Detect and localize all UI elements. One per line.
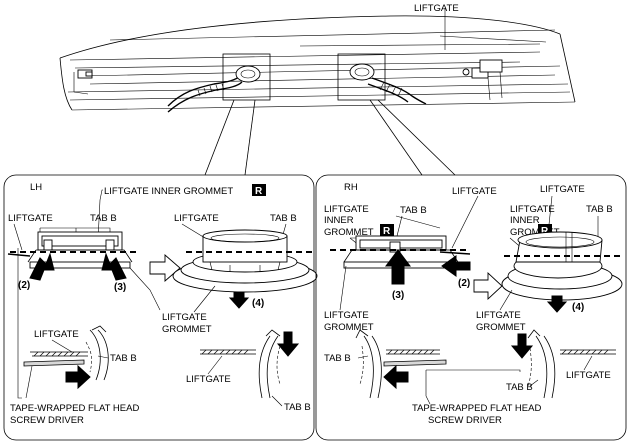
lh-detail-right: LIFTGATE TAB B — [186, 329, 311, 413]
rh-tab-b-right-label: TAB B — [586, 204, 613, 215]
top-liftgate-label: LIFTGATE — [414, 3, 459, 14]
lh-panel: LH LIFTGATE INNER GROMMET R LIFTGATE TAB… — [3, 174, 318, 441]
rh-inner-r-label-1: LIFTGATE — [510, 204, 555, 215]
right-harness-icon — [349, 63, 427, 105]
lh-tab-b-top-label: TAB B — [90, 213, 117, 224]
lh-arrow-3-icon — [101, 252, 127, 281]
rh-arrow-2-icon — [441, 255, 471, 277]
lh-step-2-label: (2) — [18, 280, 30, 291]
left-latch-icon — [73, 69, 93, 95]
lh-side-label: LH — [30, 182, 42, 193]
svg-text:TAB B: TAB B — [324, 353, 351, 364]
lh-step-3-label: (3) — [114, 282, 126, 293]
lh-arrow-2-icon — [29, 252, 55, 281]
lh-grommet-label-2: GROMMET — [162, 324, 212, 335]
lh-grommet-section — [7, 231, 140, 269]
liftgate-overview: LIFTGATE — [59, 3, 576, 176]
lh-tab-b-right-label: TAB B — [270, 213, 297, 224]
rh-r-badge: R — [380, 224, 394, 237]
lh-next-arrow-icon — [149, 254, 181, 282]
rh-next-arrow-icon — [473, 271, 503, 301]
svg-text:LIFTGATE: LIFTGATE — [186, 374, 231, 385]
rh-step-2-label: (2) — [458, 278, 470, 289]
lh-inner-grommet-label: LIFTGATE INNER GROMMET — [104, 186, 233, 197]
lh-callout-box — [222, 53, 271, 101]
svg-text:LIFTGATE: LIFTGATE — [34, 329, 79, 340]
svg-text:LIFTGATE: LIFTGATE — [566, 370, 611, 381]
rh-grommet-label-2: GROMMET — [324, 322, 374, 333]
rh-grommet-3d — [501, 231, 624, 301]
rh-inner-r-label-2: INNER — [510, 215, 540, 226]
svg-text:R: R — [541, 226, 549, 237]
svg-text:R: R — [383, 226, 391, 237]
lh-grommet-label-1: LIFTGATE — [162, 312, 207, 323]
rh-tool-label-2: SCREW DRIVER — [428, 415, 502, 426]
rh-tool-label-1: TAPE-WRAPPED FLAT HEAD — [412, 403, 541, 414]
rh-arrow-4-icon — [546, 301, 568, 313]
lh-detail-left: LIFTGATE TAB B — [23, 325, 137, 390]
svg-text:TAB B: TAB B — [110, 353, 137, 364]
rh-grommet-label-1: LIFTGATE — [324, 310, 369, 321]
rh-liftgate-right-label: LIFTGATE — [540, 184, 585, 195]
svg-text:R: R — [255, 186, 263, 197]
rh-arrow-3-icon — [385, 249, 411, 285]
lh-liftgate-top-label: LIFTGATE — [8, 213, 53, 224]
lh-liftgate-right-label: LIFTGATE — [174, 213, 219, 224]
svg-text:TAB B: TAB B — [284, 402, 311, 413]
lh-r-badge: R — [252, 184, 266, 197]
right-hinge-icon — [462, 59, 503, 101]
rh-step-4-label: (4) — [572, 302, 584, 313]
lh-tool-label-1: TAPE-WRAPPED FLAT HEAD — [10, 403, 139, 414]
rh-inner-label-2: INNER — [324, 215, 354, 226]
rh-detail-right: LIFTGATE TAB B — [506, 329, 616, 399]
rh-inner-label-1: LIFTGATE — [324, 204, 369, 215]
rh-detail-left: TAB B — [324, 329, 447, 399]
svg-text:TAB B: TAB B — [506, 382, 533, 393]
rh-callout-box — [337, 53, 386, 101]
rh-step-3-label: (3) — [392, 290, 404, 301]
rh-inner-r-label-3: GROMMET — [510, 227, 560, 238]
rh-liftgate-top-label: LIFTGATE — [452, 186, 497, 197]
left-harness-icon — [167, 65, 261, 113]
lh-frame — [3, 174, 315, 441]
rh-frame — [315, 174, 627, 441]
rh-grommet-r-label-2: GROMMET — [476, 322, 526, 333]
rh-grommet-r-label-1: LIFTGATE — [476, 310, 521, 321]
rh-panel: RH LIFTGATE LIFTGATE LIFTGATE INNER GROM… — [315, 174, 627, 441]
lh-step-4-label: (4) — [252, 298, 264, 309]
rh-tab-b-top-label: TAB B — [400, 205, 427, 216]
lh-grommet-3d — [172, 229, 318, 293]
rh-side-label: RH — [344, 182, 358, 193]
lh-tool-label-2: SCREW DRIVER — [10, 415, 84, 426]
lh-arrow-4-icon — [228, 297, 250, 309]
rh-inner-label-3: GROMMET — [324, 227, 374, 238]
